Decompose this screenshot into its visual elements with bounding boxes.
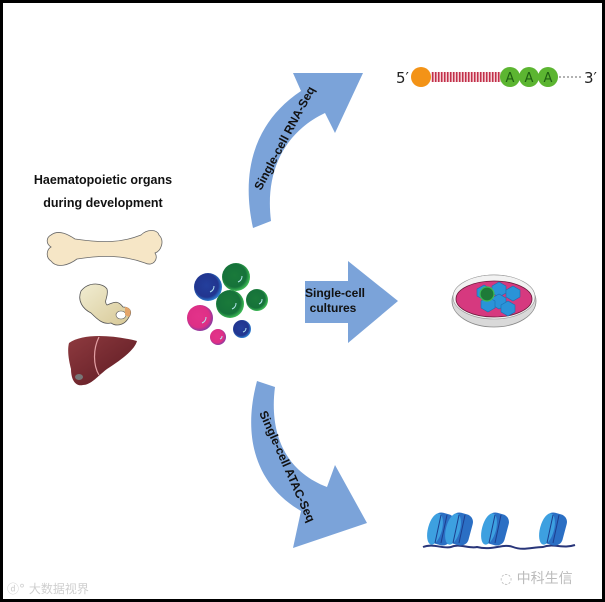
petri-dish-icon <box>451 274 537 328</box>
pelvis-bone-icon <box>79 283 131 326</box>
cultures-arrow <box>305 261 398 343</box>
polya-a-3 <box>538 67 558 87</box>
figure-canvas: Haematopoietic organs during development <box>3 3 602 599</box>
liver-icon <box>68 336 137 386</box>
polya-letter-1: A <box>506 71 515 86</box>
cell-pink-large <box>187 305 213 331</box>
cell-pink-small <box>210 329 226 345</box>
five-prime-cap <box>411 67 431 87</box>
title-line-2: during development <box>43 196 163 210</box>
polya-letter-3: A <box>544 71 553 86</box>
watermark-left-text: 大数据视界 <box>28 582 89 596</box>
diagram-svg: Single-cell RNA-Seq Single-cell ATAC-Seq… <box>46 67 598 550</box>
cell-blue-small <box>233 320 251 338</box>
cell-green-middle <box>216 290 244 318</box>
watermark-right: ◌ 中科生信 <box>500 568 573 588</box>
atac-seq-arrow <box>251 381 367 548</box>
cell-cluster <box>187 263 268 345</box>
mrna-coding-region <box>431 72 501 82</box>
cultures-label-line-1: Single-cell <box>305 286 366 300</box>
rna-seq-arrow <box>248 73 363 228</box>
chromatin-nucleosomes-icon <box>422 512 576 550</box>
watermark-left: ⓓ° 大数据视界 <box>7 580 89 597</box>
three-prime-label: 3′ <box>584 69 598 87</box>
cell-green-right <box>246 289 268 311</box>
polya-a-2 <box>519 67 539 87</box>
cell-blue-large <box>194 273 222 301</box>
femur-bone-icon <box>46 230 163 266</box>
cultures-label: Single-cell cultures <box>305 286 366 316</box>
polya-a-1 <box>500 67 520 87</box>
watermark-logo-icon: ⓓ° <box>7 582 26 596</box>
polya-letter-2: A <box>525 71 534 86</box>
cultures-label-line-2: cultures <box>309 301 357 315</box>
five-prime-label: 5′ <box>396 69 410 87</box>
cell-green-top <box>222 263 250 291</box>
title-line-1: Haematopoietic organs <box>33 173 173 187</box>
wechat-icon: ◌ <box>500 571 513 587</box>
watermark-right-text: 中科生信 <box>516 571 573 587</box>
mrna-diagram: 5′ A A A 3′ <box>396 67 598 87</box>
